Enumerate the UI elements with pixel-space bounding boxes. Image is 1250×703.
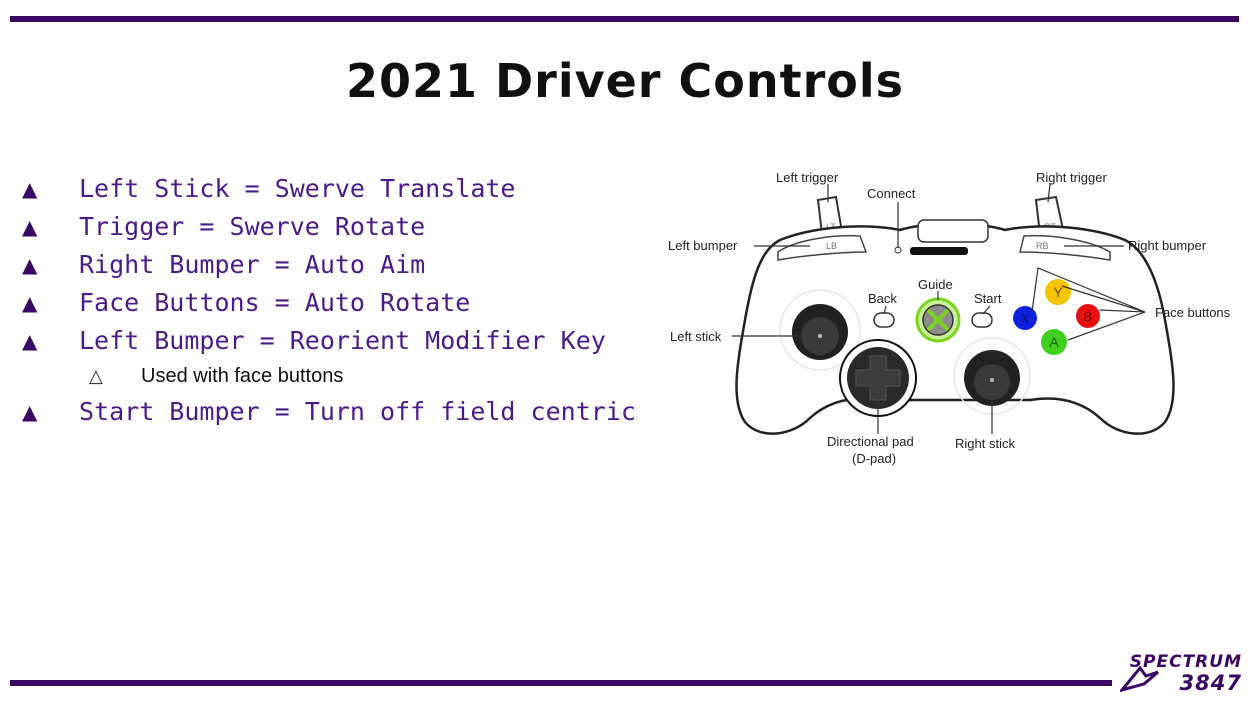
leader-lines — [732, 183, 1146, 434]
logo-text-line1: SPECTRUM — [1129, 652, 1242, 672]
a-button-icon: A — [1041, 329, 1067, 355]
back-label: Back — [868, 291, 897, 306]
left-stick-label: Left stick — [670, 329, 722, 344]
bullet-item: ▲ Right Bumper = Auto Aim — [22, 246, 662, 284]
bullet-text: Left Bumper = Reorient Modifier Key — [79, 326, 606, 355]
bullet-text: Right Bumper = Auto Aim — [79, 250, 426, 279]
a-text: A — [1049, 334, 1059, 350]
left-trigger-label: Left trigger — [776, 170, 839, 185]
y-text: Y — [1053, 284, 1063, 300]
bullet-item: ▲ Face Buttons = Auto Rotate — [22, 284, 662, 322]
x-text: X — [1021, 311, 1030, 326]
right-bumper-icon: RB — [1019, 234, 1111, 261]
guide-label: Guide — [918, 277, 953, 292]
spectrum-logo: SPECTRUM 3847 — [1118, 650, 1242, 696]
triangle-bullet-icon: ▲ — [22, 215, 38, 239]
right-bumper-label: Right bumper — [1128, 238, 1207, 253]
bullet-text: Start Bumper = Turn off field centric — [79, 397, 636, 426]
bullet-item: ▲ Left Stick = Swerve Translate — [22, 170, 662, 208]
sub-bullet-text: Used with face buttons — [141, 365, 344, 387]
controller-diagram: LT RT LB RB — [660, 160, 1250, 480]
bottom-divider — [10, 680, 1112, 686]
connect-label: Connect — [867, 186, 916, 201]
top-divider — [10, 16, 1239, 22]
bullet-list: ▲ Left Stick = Swerve Translate ▲ Trigge… — [22, 170, 662, 431]
triangle-bullet-icon: ▲ — [22, 400, 38, 424]
start-label: Start — [974, 291, 1002, 306]
right-trigger-label: Right trigger — [1036, 170, 1107, 185]
dpad-label: Directional pad — [827, 434, 914, 449]
bullet-item: ▲ Trigger = Swerve Rotate — [22, 208, 662, 246]
logo-text-line2: 3847 — [1179, 671, 1242, 695]
b-button-icon: B — [1076, 304, 1100, 328]
logo-arrow-icon — [1120, 665, 1159, 692]
bullet-item: ▲ Left Bumper = Reorient Modifier Key — [22, 322, 662, 360]
y-button-icon: Y — [1045, 279, 1071, 305]
triangle-bullet-icon: ▲ — [22, 329, 38, 353]
triangle-bullet-icon: ▲ — [22, 177, 38, 201]
dpad-sub-label: (D-pad) — [852, 451, 896, 466]
back-button-icon — [873, 312, 895, 328]
dpad-icon — [839, 339, 917, 417]
bullet-text: Left Stick = Swerve Translate — [79, 174, 516, 203]
triangle-bullet-icon: ▲ — [22, 253, 38, 277]
lb-text: LB — [826, 241, 837, 251]
triangle-bullet-icon: ▲ — [22, 291, 38, 315]
bullet-text: Face Buttons = Auto Rotate — [79, 288, 471, 317]
rb-text: RB — [1036, 241, 1049, 251]
bullet-text: Trigger = Swerve Rotate — [79, 212, 426, 241]
right-stick-icon — [953, 337, 1031, 415]
start-button-icon — [971, 312, 993, 328]
right-stick-label: Right stick — [955, 436, 1015, 451]
left-bumper-icon: LB — [777, 234, 868, 261]
left-stick-icon — [779, 289, 861, 371]
controller-svg: LT RT LB RB — [668, 170, 1231, 466]
x-button-icon: X — [1013, 306, 1037, 330]
b-text: B — [1084, 309, 1093, 324]
connector-slot — [910, 247, 968, 255]
hollow-triangle-bullet-icon: △ — [89, 366, 103, 387]
left-bumper-label: Left bumper — [668, 238, 738, 253]
top-port-icon — [917, 219, 989, 243]
sub-bullet-item: △ Used with face buttons — [22, 360, 662, 393]
guide-button-icon — [915, 297, 961, 343]
bullet-item: ▲ Start Bumper = Turn off field centric — [22, 393, 662, 431]
slide-title: 2021 Driver Controls — [345, 54, 905, 108]
face-buttons-label: Face buttons — [1155, 305, 1231, 320]
